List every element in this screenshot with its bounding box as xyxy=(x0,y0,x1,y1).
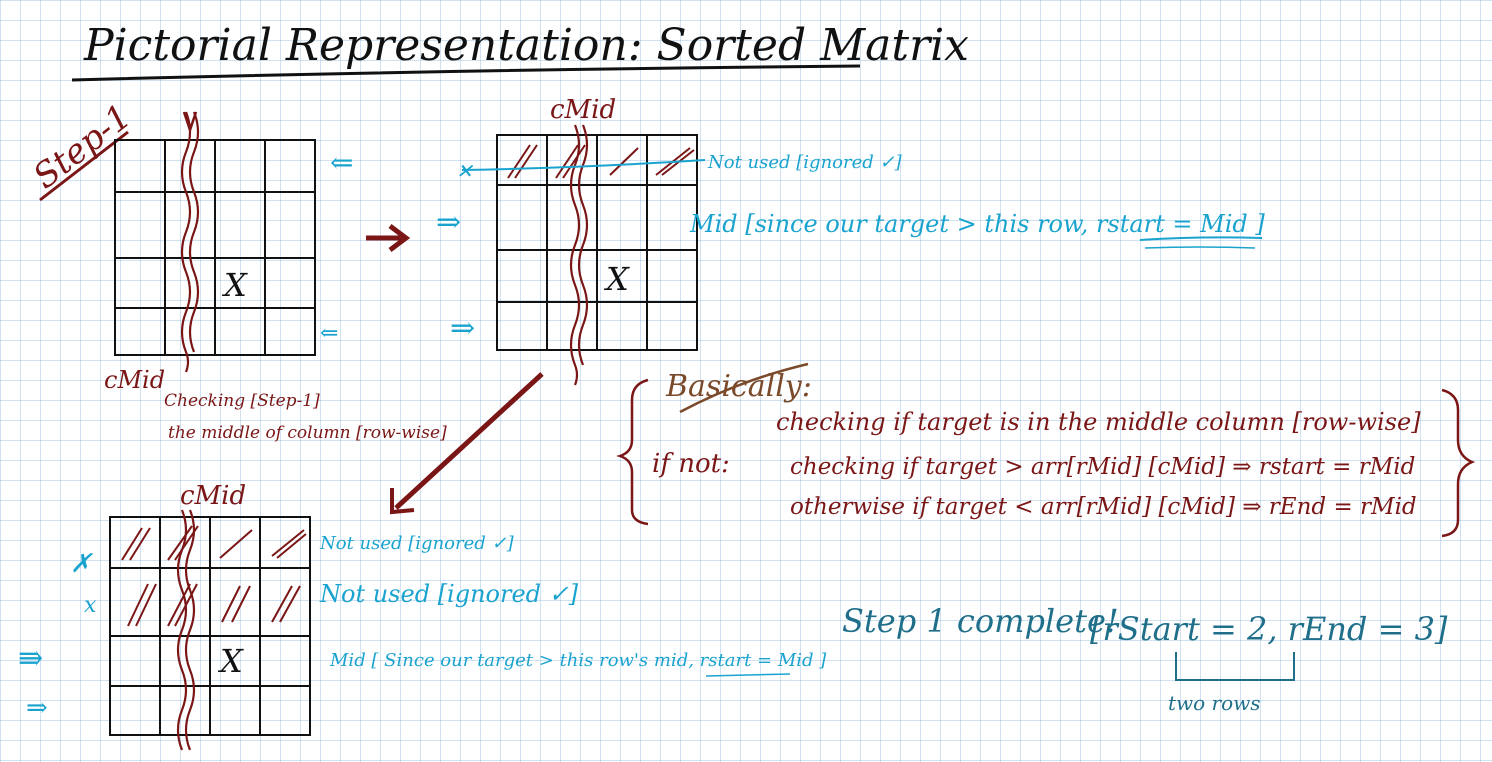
cmid-label-3: cMid xyxy=(180,481,246,511)
ignored-rows-hatching xyxy=(121,525,307,627)
basically-underline xyxy=(679,362,809,414)
pointer-arrow-icon: ⇐ xyxy=(330,146,353,179)
target-x-3: X xyxy=(217,642,244,680)
pointer-arrow-icon: ⇛ xyxy=(18,641,43,676)
middle-column-squiggle xyxy=(180,111,192,373)
step-label: Step-1 xyxy=(26,97,139,197)
matrix-3 xyxy=(109,516,311,736)
m3-note-row1: Not used [ignored ✓] xyxy=(319,580,579,608)
right-brace xyxy=(1441,388,1476,538)
target-x-2: X xyxy=(603,260,630,298)
matrix-2 xyxy=(496,134,698,351)
matrix-1 xyxy=(114,139,316,356)
left-brace xyxy=(616,378,649,526)
two-rows-note: two rows xyxy=(1168,691,1261,715)
step-underline xyxy=(39,130,129,202)
checking-note-line1: Checking [Step-1] xyxy=(164,391,320,411)
cross-icon: ✕ xyxy=(456,159,474,183)
step-result: [rStart = 2, rEnd = 3] xyxy=(1090,610,1448,648)
strike-line xyxy=(461,159,706,171)
result-bracket xyxy=(1175,652,1295,681)
cross-icon: ✗ xyxy=(70,549,93,579)
if-not-label: if not: xyxy=(652,449,730,479)
explain-line2: checking if target > arr[rMid] [cMid] ⇒ … xyxy=(790,454,1415,480)
middle-column-squiggle xyxy=(569,124,581,386)
m3-note-row0: Not used [ignored ✓] xyxy=(319,533,515,554)
m2-note-row1: Mid [since our target > this row, rstart… xyxy=(689,210,1265,238)
cross-mark: x xyxy=(84,593,97,618)
title-underline xyxy=(71,64,861,82)
explain-line1: checking if target is in the middle colu… xyxy=(776,408,1421,436)
down-arrow-icon xyxy=(182,111,198,134)
pointer-arrow-icon: ⇒ xyxy=(450,311,475,346)
down-left-arrow-icon xyxy=(394,372,544,510)
pointer-arrow-icon: ⇒ xyxy=(436,205,461,240)
checking-note-line2: the middle of column [row-wise] xyxy=(168,423,447,443)
middle-column-squiggle xyxy=(176,509,188,751)
target-x-1: X xyxy=(221,266,248,304)
pointer-arrow-icon: ⇐ xyxy=(320,321,338,346)
cmid-label-1: cMid xyxy=(104,366,165,394)
pointer-arrow-icon: ⇒ xyxy=(26,693,48,723)
explain-line3: otherwise if target < arr[rMid] [cMid] ⇒… xyxy=(790,494,1417,520)
m2-note-row0: Not used [ignored ✓] xyxy=(707,152,903,173)
step-complete: Step 1 complete! xyxy=(842,602,1119,640)
page-title: Pictorial Representation: Sorted Matrix xyxy=(83,20,969,71)
m3-note-row2: Mid [ Since our target > this row's mid,… xyxy=(329,650,827,671)
cmid-label-2: cMid xyxy=(550,95,616,125)
